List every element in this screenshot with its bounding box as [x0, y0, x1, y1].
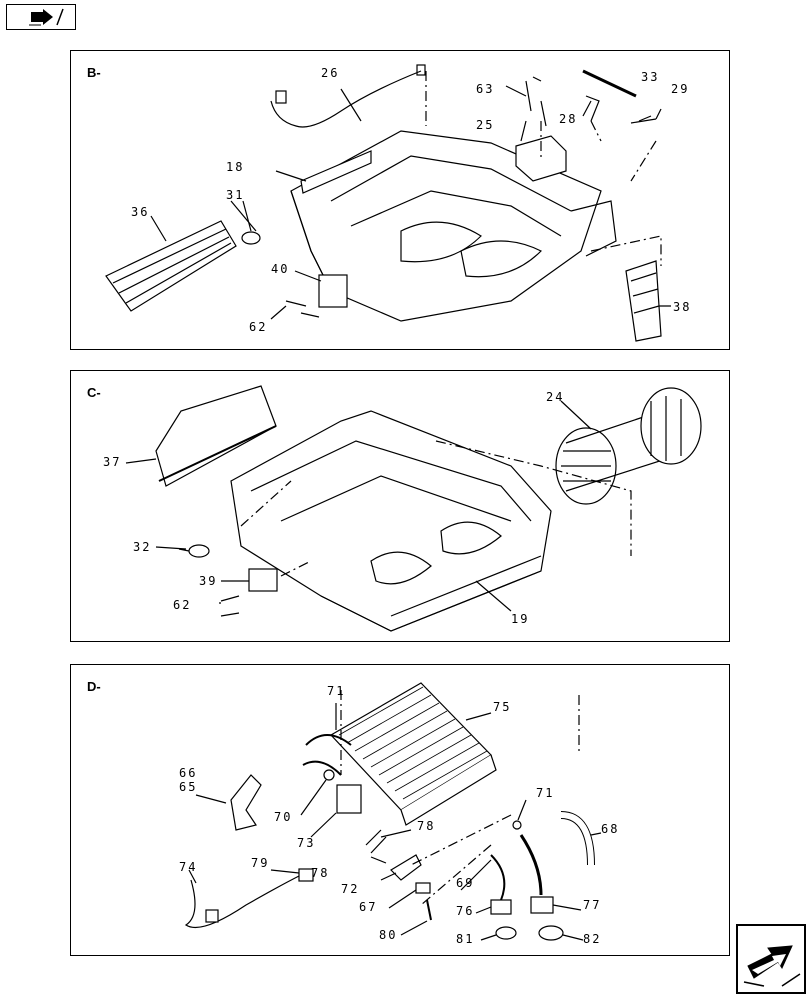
callout-72: 72 [341, 882, 359, 896]
callout-75: 75 [493, 700, 511, 714]
callout-68: 68 [601, 822, 619, 836]
callout-78b: 78 [311, 866, 329, 880]
callout-80: 80 [379, 928, 397, 942]
callout-71b: 71 [536, 786, 554, 800]
callout-76: 76 [456, 904, 474, 918]
callout-62: 62 [249, 320, 267, 334]
callout-36: 36 [131, 205, 149, 219]
next-page-arrow-icon [743, 945, 801, 987]
callout-33: 33 [641, 70, 659, 84]
callout-24: 24 [546, 390, 564, 404]
panel-c-drawing: 37 24 32 39 62 19 [103, 385, 702, 632]
callout-38: 38 [673, 300, 691, 314]
callout-74: 74 [179, 860, 197, 874]
callout-63: 63 [476, 82, 494, 96]
callout-67: 67 [359, 900, 377, 914]
callout-29: 29 [671, 82, 689, 96]
panel-label: B- [87, 65, 101, 80]
callout-32: 32 [133, 540, 151, 554]
next-page-button[interactable] [736, 924, 806, 994]
callout-39: 39 [199, 574, 217, 588]
callout-18: 18 [226, 160, 244, 174]
book-arrow-icon [29, 8, 64, 26]
panel-label: D- [87, 679, 101, 694]
callout-70: 70 [274, 810, 292, 824]
callout-26: 26 [321, 66, 339, 80]
panel-c: C- [70, 370, 730, 642]
callout-19: 19 [511, 612, 529, 626]
callout-78: 78 [417, 819, 435, 833]
panel-b-drawing: 26 63 33 29 28 25 18 36 31 40 62 38 [105, 64, 691, 342]
panel-label: C- [87, 385, 101, 400]
callout-73: 73 [297, 836, 315, 850]
callout-77: 77 [583, 898, 601, 912]
callout-81: 81 [456, 932, 474, 946]
callout-69: 69 [456, 876, 474, 890]
panel-d: D- [70, 664, 730, 956]
callout-40: 40 [271, 262, 289, 276]
book-arrow-button[interactable] [6, 4, 76, 30]
callout-37: 37 [103, 455, 121, 469]
callout-82: 82 [583, 932, 601, 946]
callout-65: 65 [179, 780, 197, 794]
callout-71: 71 [327, 684, 345, 698]
callout-79: 79 [251, 856, 269, 870]
panel-b: B- [70, 50, 730, 350]
panel-d-drawing: 71 75 66 65 70 73 78 71 68 74 79 78 72 6… [179, 682, 619, 946]
callout-62: 62 [173, 598, 191, 612]
callout-28: 28 [559, 112, 577, 126]
callout-25: 25 [476, 118, 494, 132]
callout-31: 31 [226, 188, 244, 202]
callout-66: 66 [179, 766, 197, 780]
